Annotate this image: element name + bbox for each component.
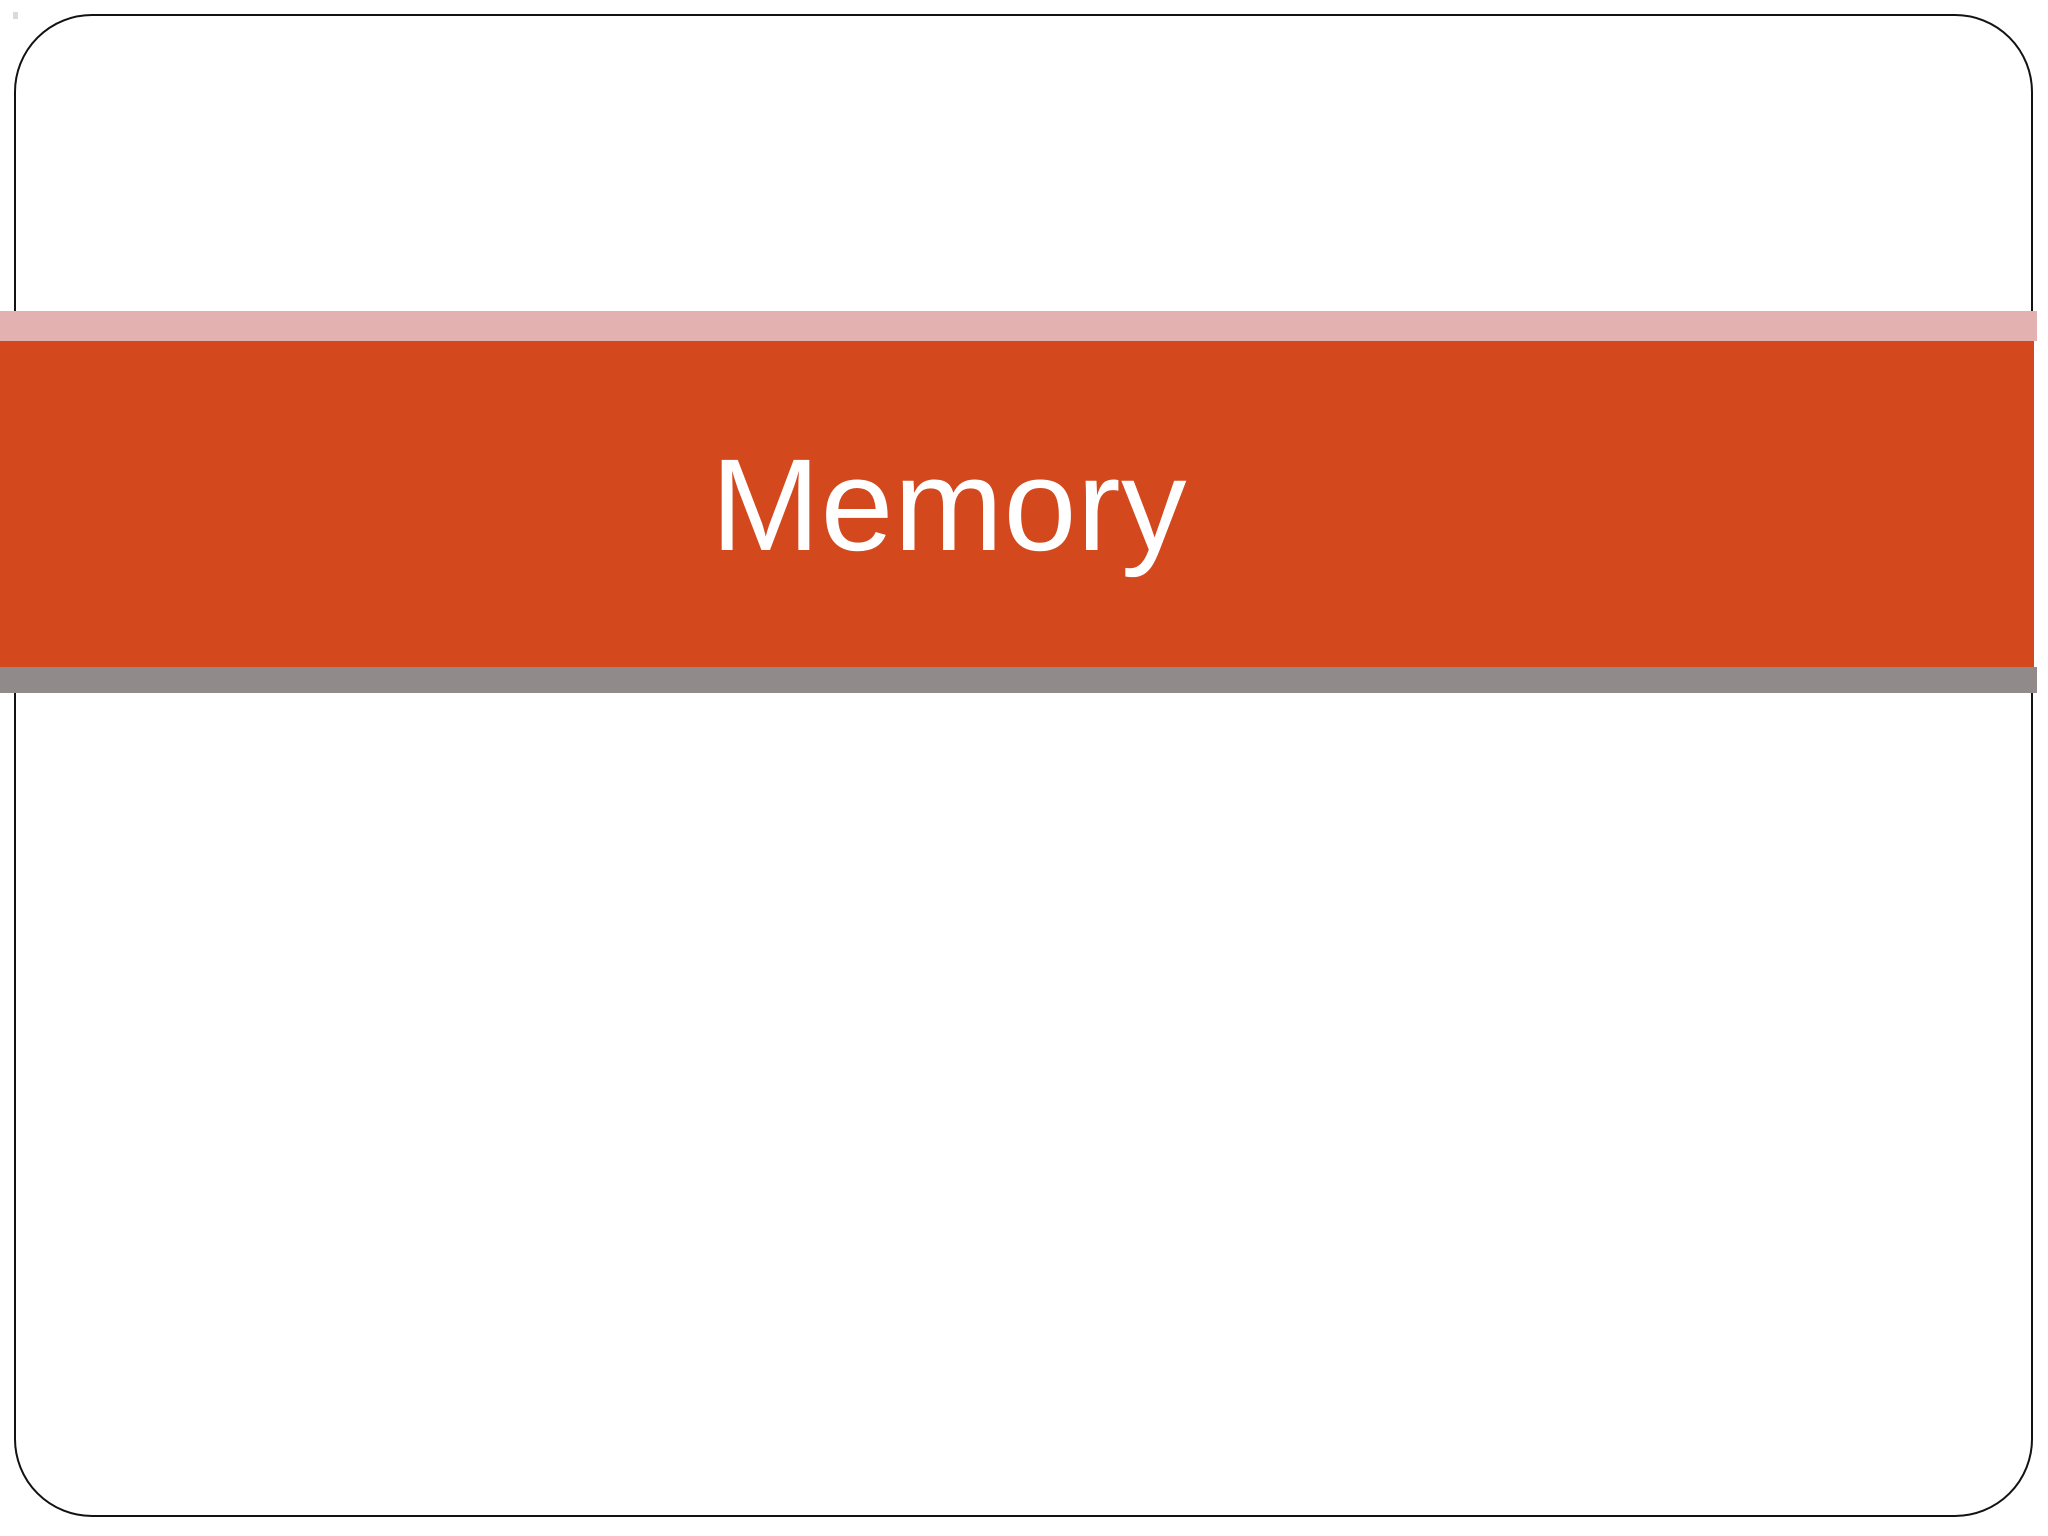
- corner-artifact-mark: [13, 12, 18, 19]
- slide-body-content: [120, 740, 1928, 1480]
- banner-accent-stripe-bottom: [0, 667, 2037, 693]
- banner-main-fill: [0, 341, 2034, 667]
- slide-title: Memory: [710, 430, 1188, 578]
- banner-accent-stripe-top: [0, 311, 2037, 341]
- title-banner: Memory: [0, 311, 2037, 693]
